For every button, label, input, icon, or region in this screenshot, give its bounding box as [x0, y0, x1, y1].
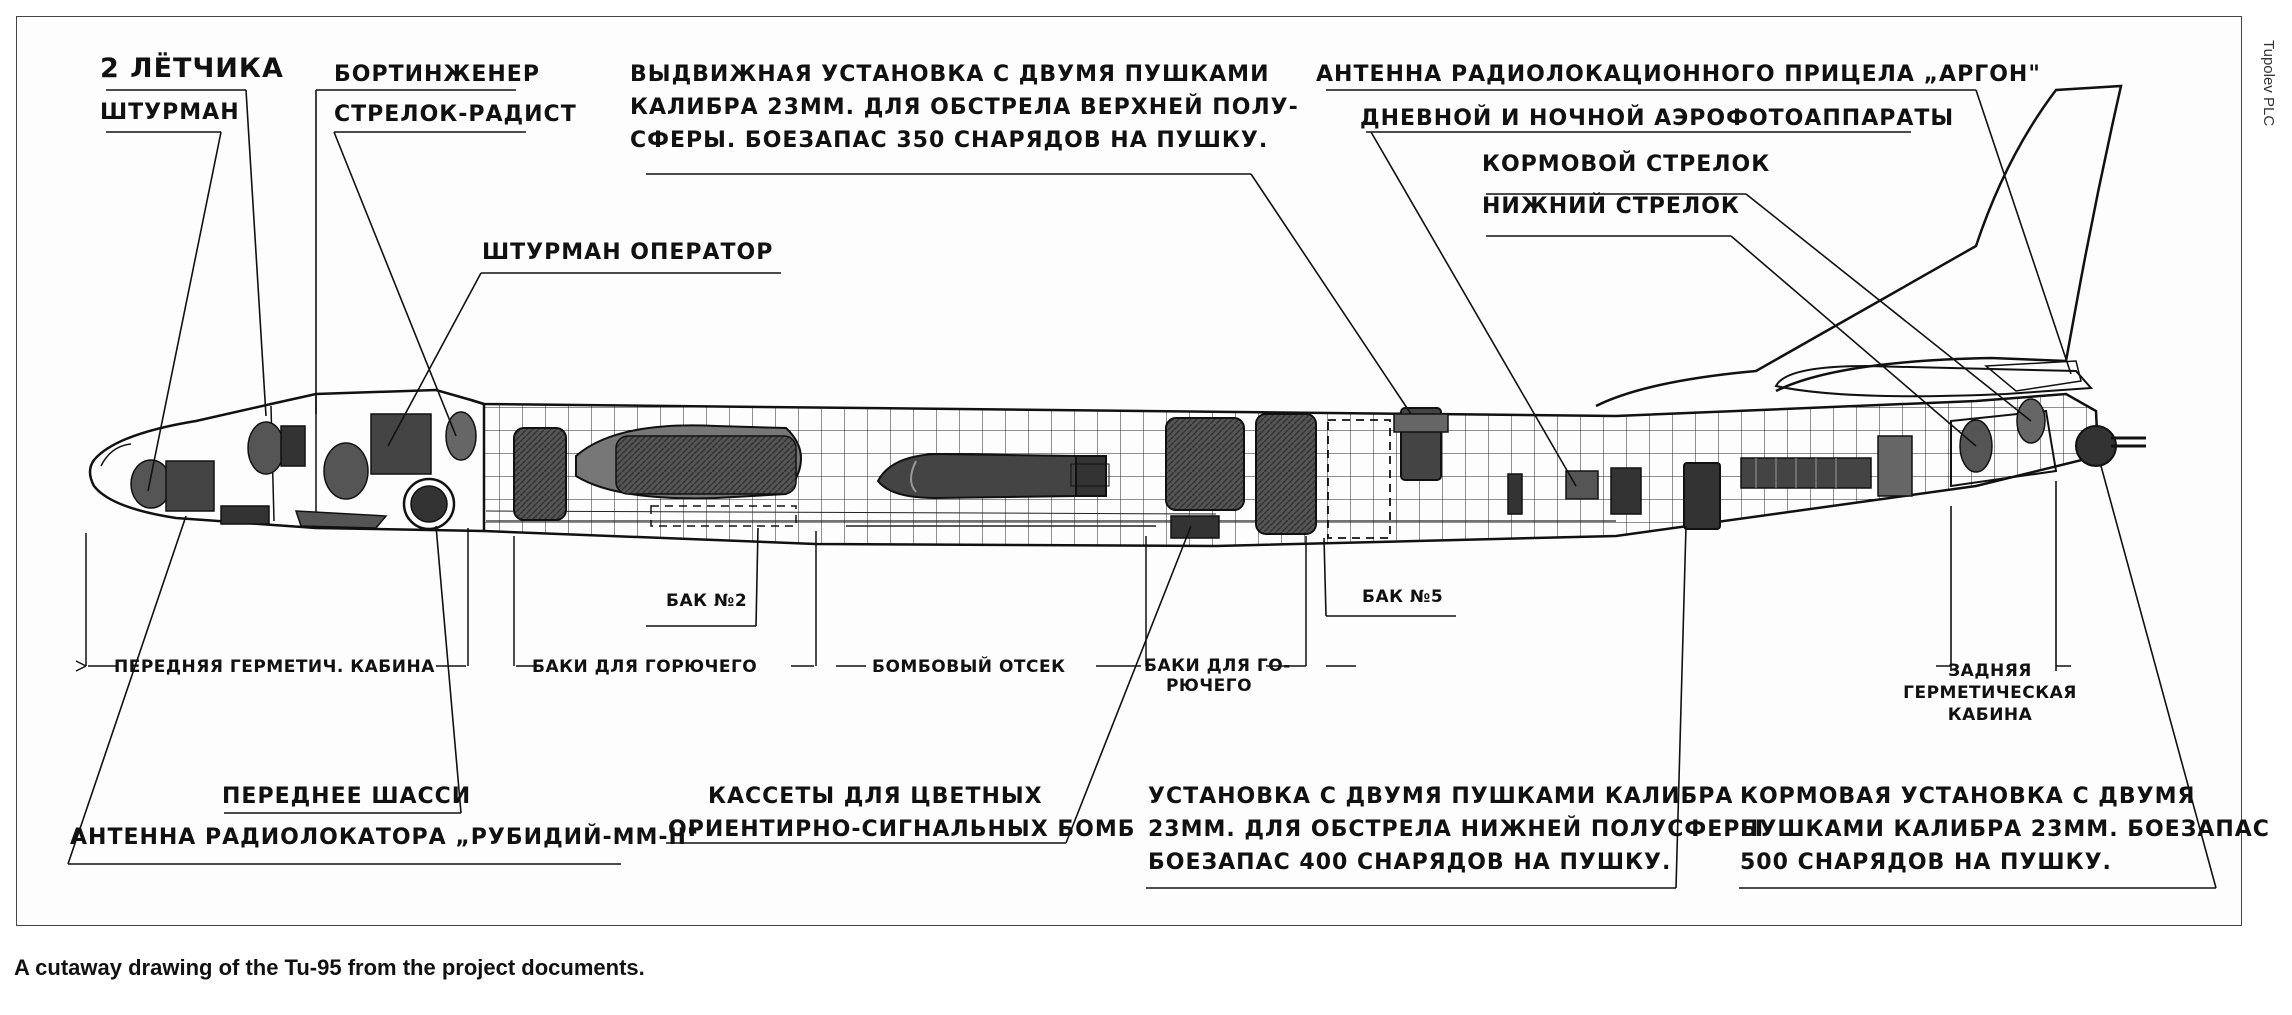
dorsal-turret [1393, 407, 1449, 481]
camera-bay [1507, 467, 1642, 515]
label-cameras: ДНЕВНОЙ И НОЧНОЙ АЭРОФОТОАППАРАТЫ [1360, 106, 1955, 131]
rear-cabin-line-2: ГЕРМЕТИЧЕСКАЯ [1903, 683, 2077, 703]
dimension-lines [75, 528, 2071, 672]
tail-turret-line-2: ПУШКАМИ КАЛИБРА 23ММ. БОЕЗАПАС [1740, 817, 2270, 842]
dorsal-turret-line-1: ВЫДВИЖНАЯ УСТАНОВКА С ДВУМЯ ПУШКАМИ [630, 62, 1270, 87]
label-2-pilots: 2 ЛЁТЧИКА [100, 53, 284, 84]
forward-cabin [100, 411, 477, 531]
label-bomb-bay: БОМБОВЫЙ ОТСЕК [872, 657, 1066, 677]
fuel-tank-1 [513, 427, 567, 521]
fuel-tank-4 [1255, 413, 1317, 535]
label-ventral-turret: УСТАНОВКА С ДВУМЯ ПУШКАМИ КАЛИБРА 23ММ. … [1148, 780, 1764, 879]
label-dorsal-turret: ВЫДВИЖНАЯ УСТАНОВКА С ДВУМЯ ПУШКАМИ КАЛИ… [630, 58, 1299, 157]
ventral-turret-line-2: 23ММ. ДЛЯ ОБСТРЕЛА НИЖНЕЙ ПОЛУСФЕРЫ [1148, 817, 1765, 842]
label-tail-turret: КОРМОВАЯ УСТАНОВКА С ДВУМЯ ПУШКАМИ КАЛИБ… [1740, 780, 2270, 879]
label-gunner-radio: СТРЕЛОК-РАДИСТ [334, 102, 577, 127]
label-tank-5: БАК №5 [1362, 587, 1444, 607]
tail-stabilizer [1774, 364, 2094, 398]
fuel-tanks-split-line-2: РЮЧЕГО [1165, 676, 1253, 696]
flare-cassettes-line-1: КАССЕТЫ ДЛЯ ЦВЕТНЫХ [708, 784, 1043, 809]
flare-cassettes-line-2: ОРИЕНТИРНО-СИГНАЛЬНЫХ БОМБ [668, 817, 1136, 842]
label-rear-cabin: ЗАДНЯЯ ГЕРМЕТИЧЕСКАЯ КАБИНА [1895, 660, 2085, 726]
ventral-turret-line-3: БОЕЗАПАС 400 СНАРЯДОВ НА ПУШКУ. [1148, 850, 1672, 875]
label-flight-engineer: БОРТИНЖЕНЕР [334, 62, 540, 87]
photo-credit: Tupolev PLC [2260, 40, 2277, 127]
label-tank-2: БАК №2 [666, 591, 748, 611]
dorsal-turret-line-3: СФЕРЫ. БОЕЗАПАС 350 СНАРЯДОВ НА ПУШКУ. [630, 128, 1269, 153]
ventral-turret-line-1: УСТАНОВКА С ДВУМЯ ПУШКАМИ КАЛИБРА [1148, 784, 1734, 809]
dorsal-turret-line-2: КАЛИБРА 23ММ. ДЛЯ ОБСТРЕЛА ВЕРХНЕЙ ПОЛУ- [630, 95, 1299, 120]
ammo-feed [1740, 435, 1913, 497]
label-rubidiy-antenna: АНТЕННА РАДИОЛОКАТОРА „РУБИДИЙ-ММ-II" [70, 825, 700, 850]
label-flare-cassettes: КАССЕТЫ ДЛЯ ЦВЕТНЫХ ОРИЕНТИРНО-СИГНАЛЬНЫ… [668, 780, 1135, 846]
label-fuel-tanks-split: БАКИ ДЛЯ ГО- РЮЧЕГО [1144, 656, 1291, 696]
figure-caption: A cutaway drawing of the Tu-95 from the … [14, 955, 645, 980]
tail-fin [1595, 84, 2123, 408]
rear-cabin-line-1: ЗАДНЯЯ [1948, 661, 2032, 681]
label-front-cabin: ПЕРЕДНЯЯ ГЕРМЕТИЧ. КАБИНА [114, 657, 435, 677]
fuel-tank-3 [1165, 417, 1245, 539]
ventral-turret [1683, 462, 1721, 530]
cutaway-drawing [67, 84, 2217, 889]
label-fuel-tanks: БАКИ ДЛЯ ГОРЮЧЕГО [532, 657, 758, 677]
label-tail-gunner: КОРМОВОЙ СТРЕЛОК [1482, 152, 1771, 177]
rear-cabin-line-3: КАБИНА [1947, 705, 2033, 725]
bomb [846, 452, 1156, 527]
label-navigator: ШТУРМАН [100, 100, 240, 125]
label-navigator-operator: ШТУРМАН ОПЕРАТОР [482, 240, 774, 265]
tail-turret-line-1: КОРМОВАЯ УСТАНОВКА С ДВУМЯ [1740, 784, 2196, 809]
fuel-tank-5 [1327, 419, 1391, 539]
label-argon-antenna: АНТЕННА РАДИОЛОКАЦИОННОГО ПРИЦЕЛА „АРГОН… [1316, 62, 2041, 87]
fuselage-outline [88, 388, 2100, 548]
tail-turret [2075, 425, 2146, 467]
tail-turret-line-3: 500 СНАРЯДОВ НА ПУШКУ. [1740, 850, 2112, 875]
label-lower-gunner: НИЖНИЙ СТРЕЛОК [1482, 194, 1740, 219]
leader-lines [67, 89, 2217, 889]
label-nose-gear: ПЕРЕДНЕЕ ШАССИ [222, 784, 472, 809]
fuel-tanks-split-line-1: БАКИ ДЛЯ ГО- [1144, 656, 1291, 676]
fuel-tank-2 [575, 424, 802, 527]
